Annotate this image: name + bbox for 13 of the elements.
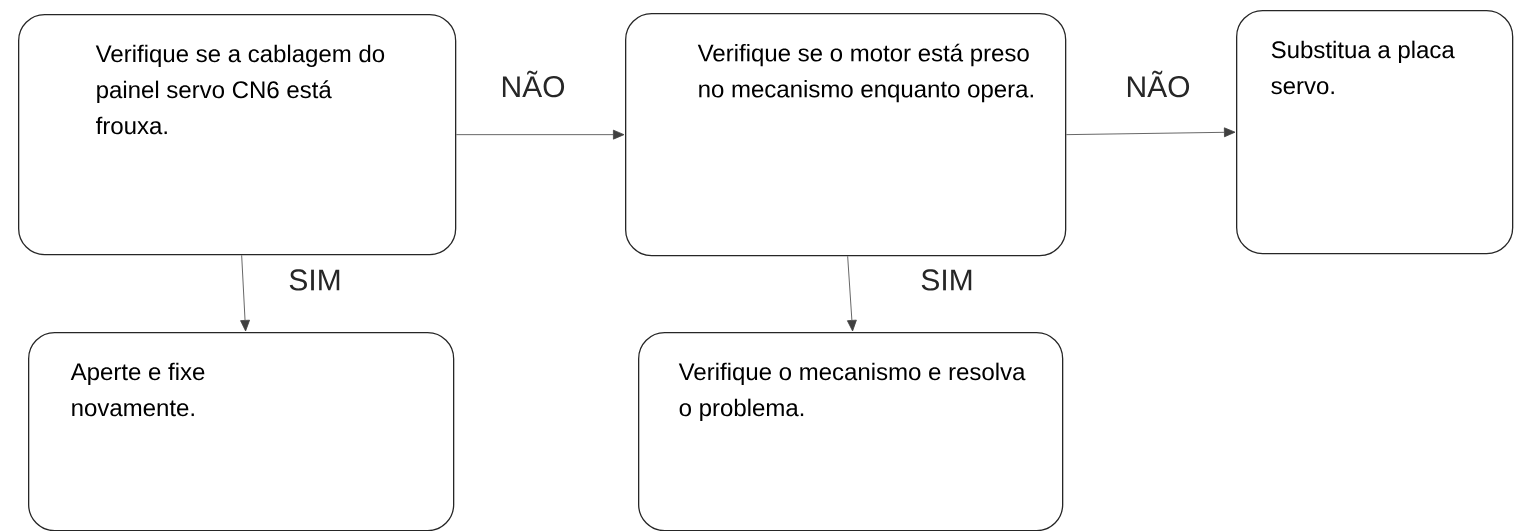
process-box: Substitua a placa servo. [1236, 10, 1514, 255]
arrow [847, 255, 857, 332]
edge-label: NÃO [502, 70, 565, 98]
edge-label: SIM [289, 269, 340, 291]
arrow [240, 254, 250, 332]
process-box: Verifique se o motor está preso no mecanismo enquanto opera. [625, 13, 1067, 257]
arrow [1065, 127, 1236, 138]
process-box: Verifique se a cablagem do painel servo CN6 está frouxa. [18, 14, 457, 256]
edge-label: SIM [921, 269, 972, 291]
arrow [455, 129, 625, 140]
process-box: Verifique o mecanismo e resolva o problema. [638, 332, 1064, 531]
process-box: Aperte e fixe novamente. [28, 332, 455, 531]
edge-label: NÃO [1127, 70, 1190, 98]
